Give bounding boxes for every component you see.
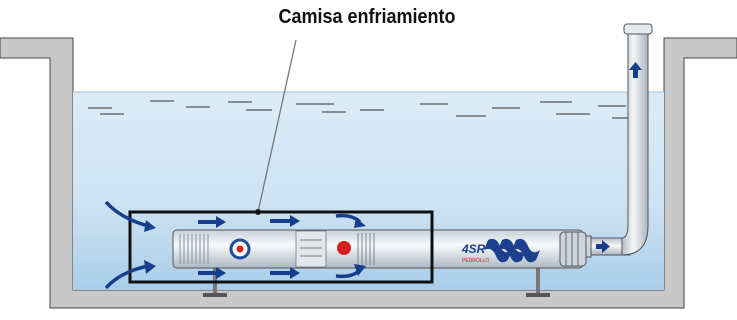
flow-arrow-icon: [144, 220, 156, 232]
flow-arrow-icon: [104, 200, 149, 228]
flow-arrow-icon: [354, 218, 366, 228]
motor-fins: [179, 234, 209, 264]
cooling-jacket: [128, 210, 434, 284]
flow-arrow-icon: [596, 240, 610, 253]
intake-screen: [357, 233, 375, 265]
pedrollo-logo-icon: [229, 238, 251, 260]
pump-model-label: 4SR: [461, 242, 486, 256]
flow-arrow-icon: [629, 62, 642, 78]
label-badge-icon: [337, 241, 351, 255]
flow-arrow-icon: [144, 260, 156, 274]
flow-arrow-icon: [270, 215, 300, 227]
pump-brand-label: PEDROLLO: [462, 258, 489, 264]
submersible-pump: [172, 229, 587, 269]
flow-arrow-icon: [354, 264, 366, 276]
flow-arrows: [104, 62, 642, 290]
flow-arrow-icon: [270, 267, 300, 279]
jacket-title: Camisa enfriamiento: [278, 6, 456, 28]
flow-arrow-icon: [198, 216, 226, 228]
leader-line: [257, 39, 297, 213]
flow-arrow-icon: [198, 267, 226, 279]
wave-logo-icon: [484, 238, 540, 263]
flow-arrow-icon: [104, 264, 149, 290]
water-ripples: [88, 100, 640, 119]
